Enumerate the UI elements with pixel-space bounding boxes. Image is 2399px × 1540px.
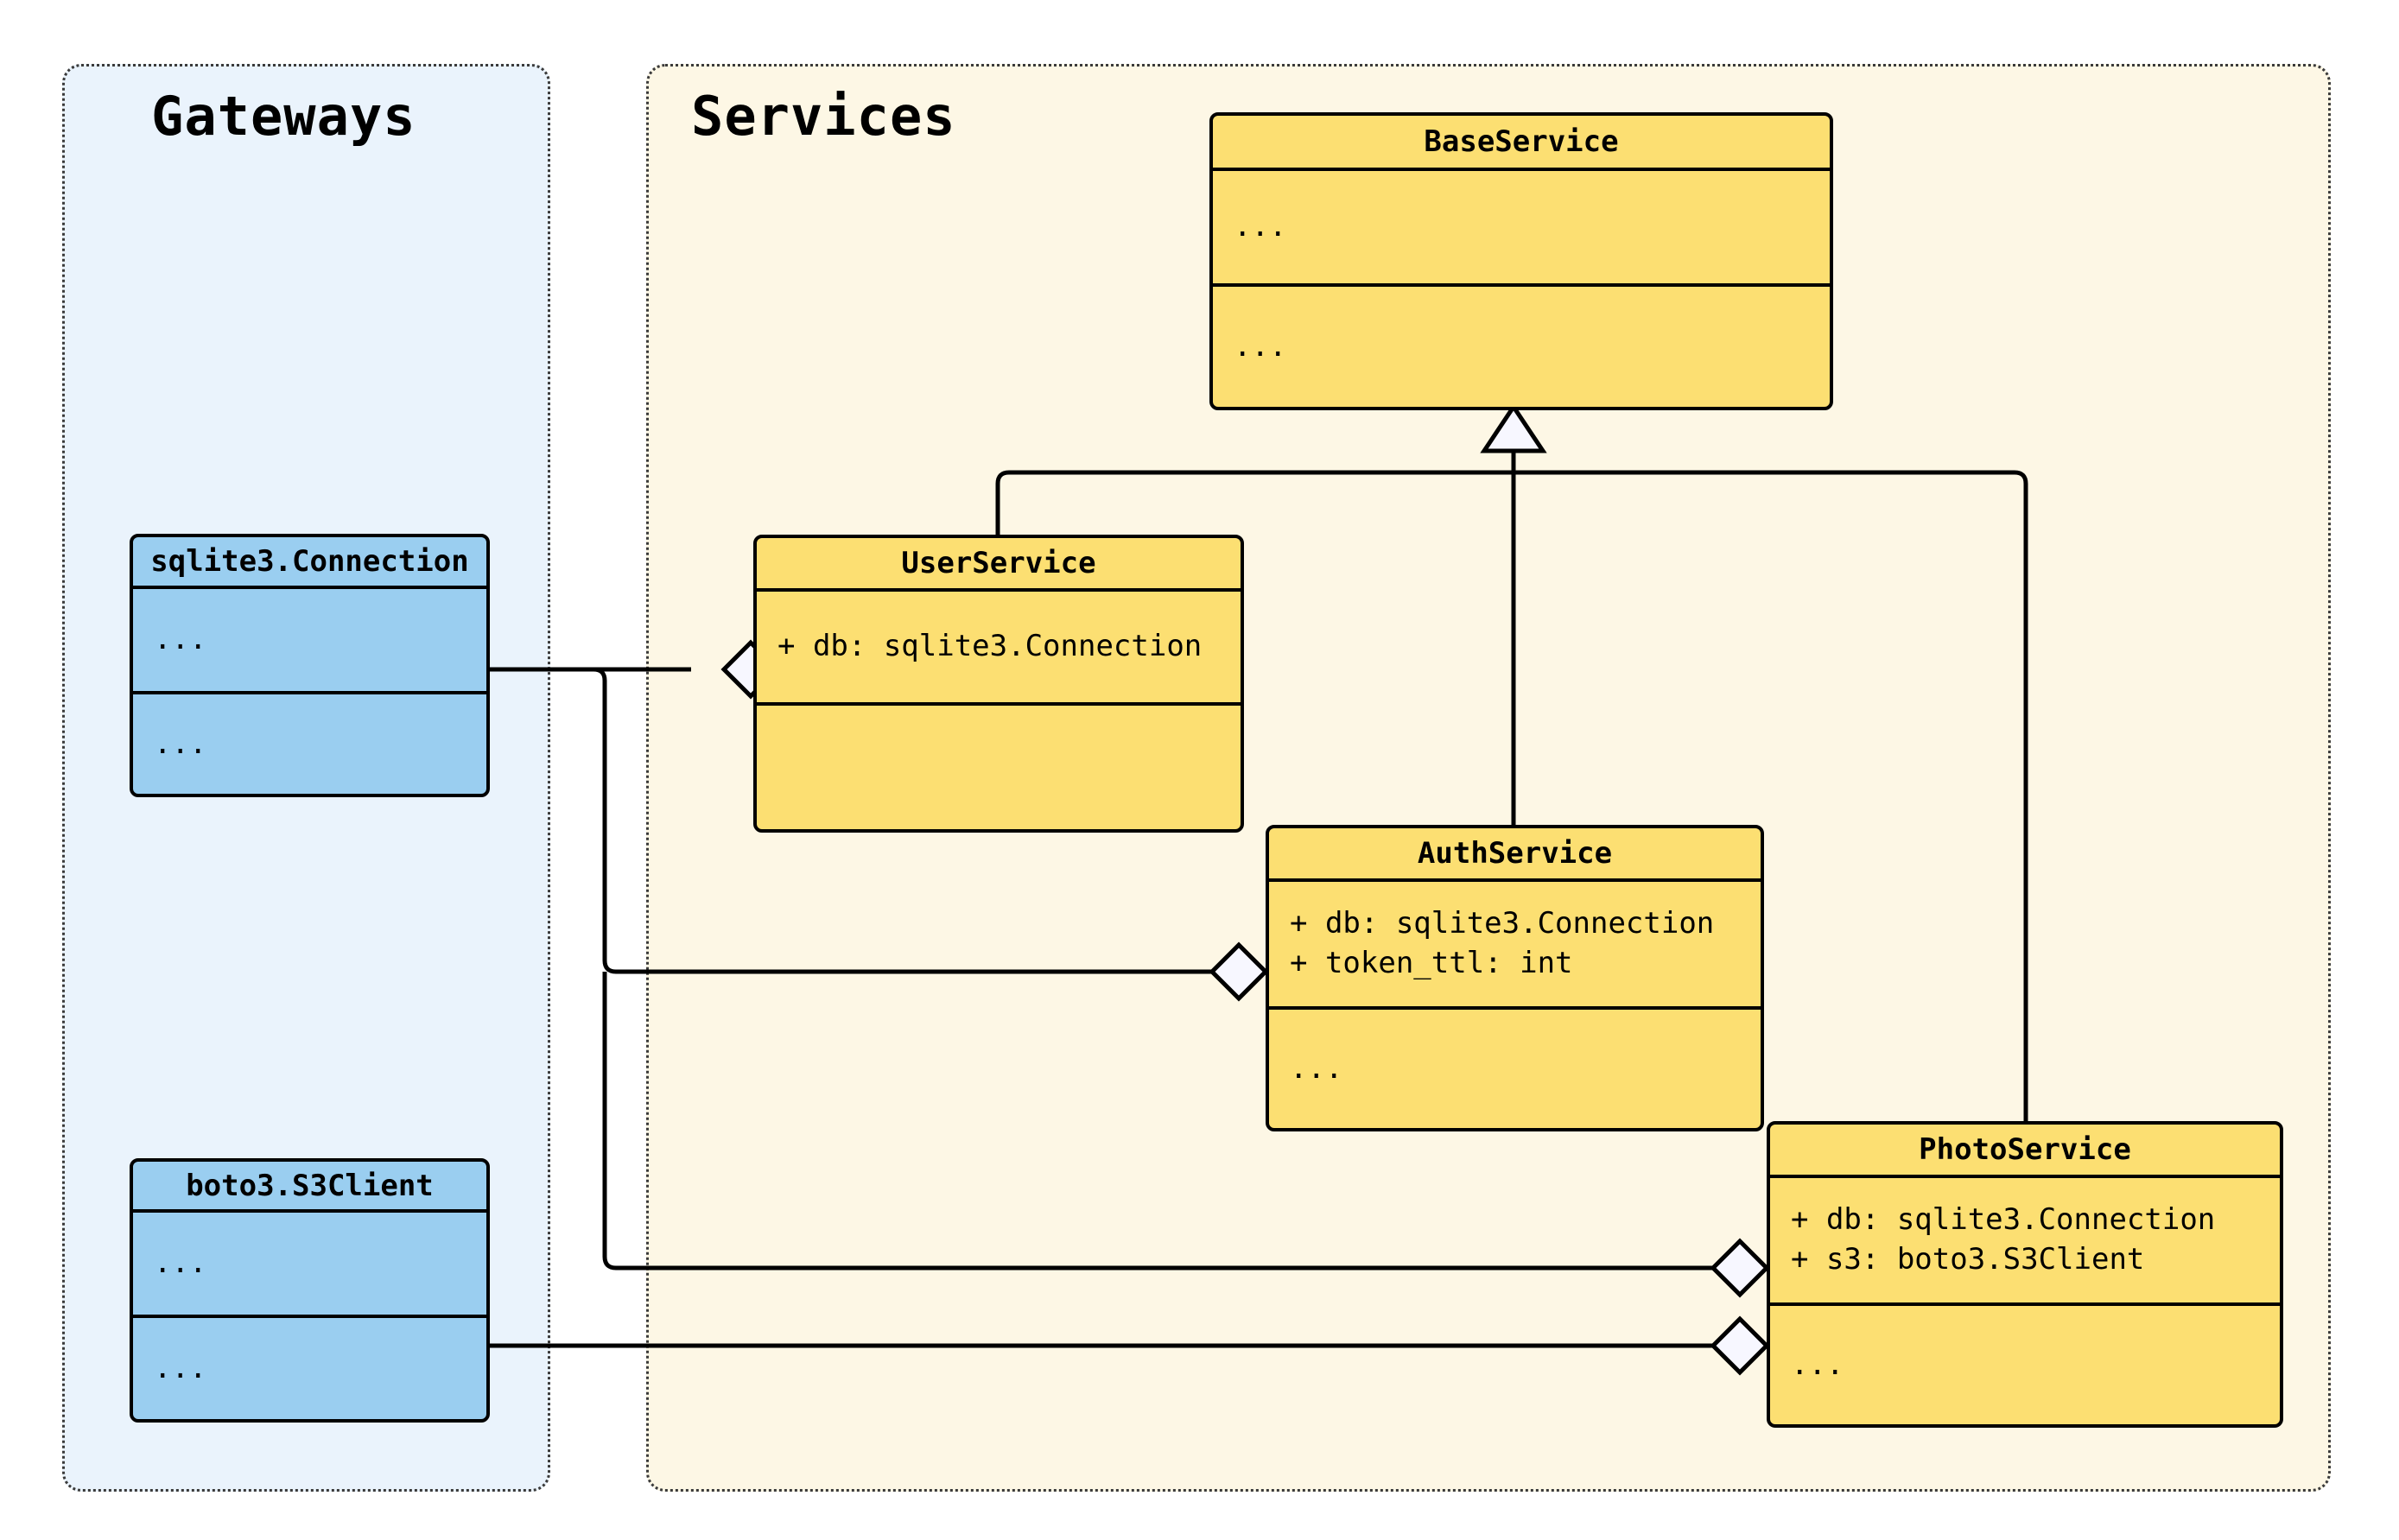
attribute-line: ... [1234,209,1287,244]
package-services-title: Services [691,85,956,148]
attribute-line: + db: sqlite3.Connection [777,629,1203,664]
method-line: ... [1234,328,1287,364]
class-box-authservice[interactable]: AuthService + db: sqlite3.Connection + t… [1266,825,1764,1131]
class-box-sqlite3-connection[interactable]: sqlite3.Connection ... ... [130,534,490,797]
class-box-baseservice[interactable]: BaseService ... ... [1209,112,1833,410]
class-name-authservice: AuthService [1269,828,1761,882]
package-gateways-title: Gateways [151,85,416,148]
class-box-photoservice[interactable]: PhotoService + db: sqlite3.Connection + … [1767,1121,2283,1428]
class-methods-baseservice: ... [1213,287,1830,407]
class-attributes-sqlite3-connection: ... [133,589,486,694]
attribute-line: ... [154,1245,207,1281]
class-name-boto3-s3client: boto3.S3Client [133,1162,486,1213]
class-methods-userservice [757,706,1241,829]
class-name-baseservice: BaseService [1213,116,1830,171]
attribute-line: + db: sqlite3.Connection [1791,1202,2216,1238]
attribute-line: + db: sqlite3.Connection [1290,906,1715,941]
attribute-line: ... [154,622,207,657]
class-methods-photoservice: ... [1770,1306,2280,1424]
class-methods-sqlite3-connection: ... [133,694,486,794]
method-line: ... [1791,1347,1844,1382]
class-attributes-authservice: + db: sqlite3.Connection + token_ttl: in… [1269,882,1761,1010]
class-attributes-photoservice: + db: sqlite3.Connection + s3: boto3.S3C… [1770,1178,2280,1306]
class-box-boto3-s3client[interactable]: boto3.S3Client ... ... [130,1158,490,1423]
class-attributes-boto3-s3client: ... [133,1213,486,1318]
attribute-line: + s3: boto3.S3Client [1791,1242,2145,1277]
class-name-photoservice: PhotoService [1770,1125,2280,1178]
class-attributes-userservice: + db: sqlite3.Connection [757,592,1241,706]
class-attributes-baseservice: ... [1213,171,1830,287]
class-box-userservice[interactable]: UserService + db: sqlite3.Connection [753,535,1244,833]
class-name-userservice: UserService [757,538,1241,592]
class-methods-boto3-s3client: ... [133,1318,486,1419]
method-line: ... [154,1350,207,1385]
class-methods-authservice: ... [1269,1010,1761,1128]
class-name-sqlite3-connection: sqlite3.Connection [133,537,486,589]
method-line: ... [154,726,207,761]
attribute-line: + token_ttl: int [1290,946,1573,980]
method-line: ... [1290,1050,1343,1086]
